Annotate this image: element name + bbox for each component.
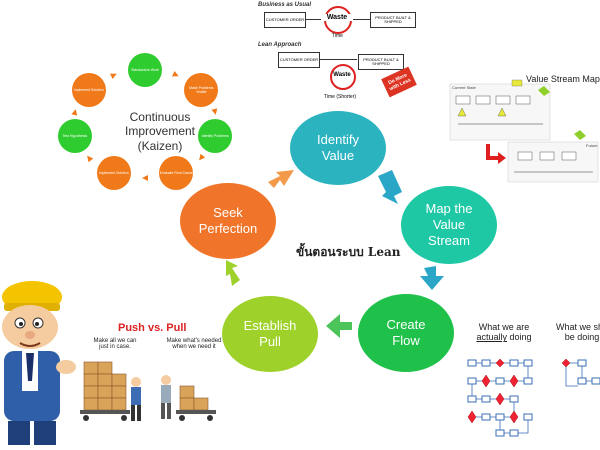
bau-title: Business as Usual bbox=[258, 2, 312, 8]
kaizen-node: Make Problems Visible bbox=[184, 73, 219, 108]
lean-waste-label: Waste bbox=[333, 72, 351, 78]
actual-heading-underline: actually bbox=[476, 332, 507, 343]
kaizen-arrow bbox=[84, 153, 93, 162]
center-caption: ขั้นตอนระบบ Lean bbox=[296, 245, 401, 259]
waste-panel: Business as Usual CUSTOMER ORDER Waste P… bbox=[258, 2, 418, 102]
process-flow-diagrams bbox=[467, 358, 600, 437]
kaizen-node: Implement Solution bbox=[96, 155, 131, 190]
lean-waste-sign bbox=[330, 64, 356, 90]
kaizen-node: Implement Solution bbox=[71, 73, 106, 108]
kaizen-arrow bbox=[71, 108, 79, 116]
seek-perfection-step: Seek Perfection bbox=[180, 183, 276, 259]
push-pull-illustration bbox=[80, 361, 216, 421]
kaizen-arrow bbox=[142, 175, 148, 181]
worker-mascot bbox=[2, 281, 76, 445]
should-heading: What we sho be doing bbox=[552, 322, 600, 343]
should-heading-line1: What we sho bbox=[555, 322, 600, 332]
lean-customer-order: CUSTOMER ORDER bbox=[278, 52, 320, 68]
lean-product: PRODUCT BUILT & SHIPPED bbox=[358, 54, 404, 70]
kaizen-node: Evaluate Root Cause bbox=[159, 155, 194, 190]
kaizen-node: Standardize Work bbox=[128, 53, 162, 87]
pull-text: Make what's needed when we need it bbox=[166, 338, 222, 350]
actual-heading: What we are actually doing bbox=[468, 322, 540, 343]
kaizen-node: Identify Problems bbox=[198, 119, 233, 154]
vsm-title: Value Stream Mapp bbox=[526, 74, 600, 84]
kaizen-arrow bbox=[197, 153, 206, 162]
vsm-panel: Value Stream Mapp Current State Future bbox=[448, 72, 600, 184]
establish-pull-step: Establish Pull bbox=[222, 296, 318, 372]
vsm-future-label: Future bbox=[586, 143, 598, 148]
arrow-flow-to-pull bbox=[326, 314, 352, 338]
kaizen-arrow bbox=[172, 71, 181, 80]
arrow-perfection-to-identify bbox=[268, 170, 294, 188]
bau-waste-label: Waste bbox=[321, 14, 353, 21]
bau-customer-order: CUSTOMER ORDER bbox=[264, 12, 306, 28]
do-more-badge: Do More with Less bbox=[381, 66, 417, 98]
bau-product: PRODUCT BUILT & SHIPPED bbox=[370, 12, 416, 28]
push-text: Make all we can just in case. bbox=[93, 338, 137, 350]
arrow-identify-to-map bbox=[378, 170, 402, 204]
kaizen-arrow bbox=[109, 71, 118, 80]
identify-value-step: Identify Value bbox=[290, 111, 386, 185]
actual-heading-line1: What we are bbox=[478, 322, 530, 332]
create-flow-step: Create Flow bbox=[358, 294, 454, 372]
lean-time: Time (Shorter) bbox=[324, 94, 357, 100]
kaizen-title: Continuous Improvement (Kaizen) bbox=[124, 110, 196, 153]
actual-heading-suffix: doing bbox=[509, 332, 532, 343]
arrow-map-to-flow bbox=[420, 266, 444, 290]
vsm-diagram bbox=[449, 79, 599, 183]
lean-line bbox=[319, 59, 357, 60]
arrow-pull-to-perfection bbox=[226, 260, 240, 286]
bau-line bbox=[305, 19, 405, 20]
lean-title: Lean Approach bbox=[258, 42, 302, 48]
bau-time: Time bbox=[332, 33, 343, 39]
vsm-current-label: Current State bbox=[452, 85, 476, 90]
doing-panel: What we are actually doing What we sho b… bbox=[460, 322, 600, 442]
push-pull-panel: Push vs. Pull Make all we can just in ca… bbox=[78, 322, 234, 438]
push-pull-title: Push vs. Pull bbox=[118, 322, 187, 334]
map-value-stream-step: Map the Value Stream bbox=[401, 186, 497, 264]
should-heading-suffix: be doing bbox=[564, 332, 600, 343]
kaizen-node: Test Hypothesis bbox=[57, 119, 92, 154]
